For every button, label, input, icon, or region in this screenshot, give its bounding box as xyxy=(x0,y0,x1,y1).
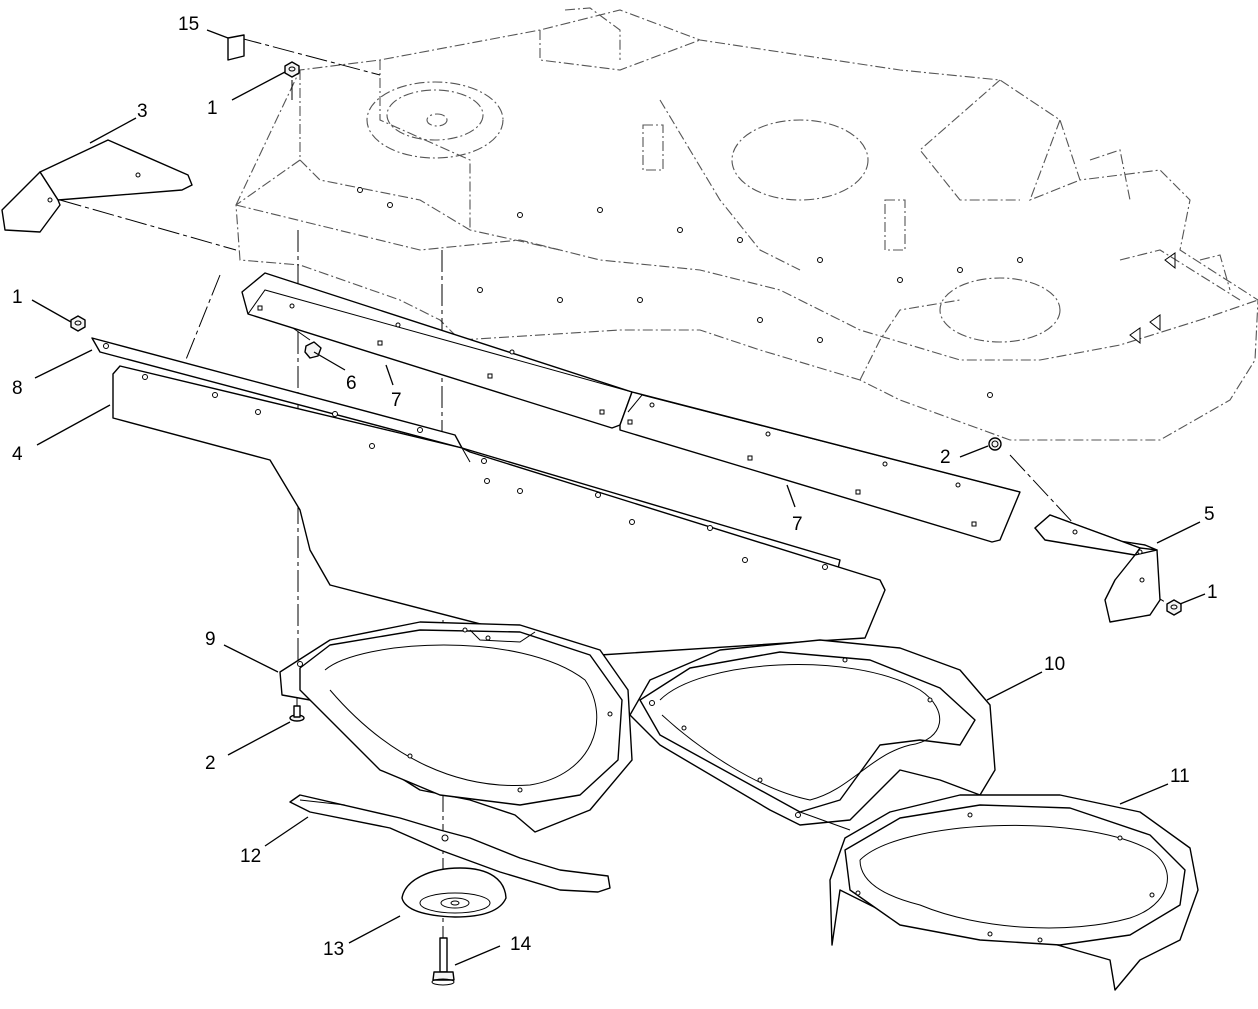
leader-lines xyxy=(31,29,1206,966)
mower-deck-outline xyxy=(235,7,1258,441)
blade-housing-part-11 xyxy=(829,794,1199,991)
callout-8: 8 xyxy=(12,378,23,399)
blade-housing-part-10 xyxy=(629,639,996,831)
callout-2: 2 xyxy=(205,753,216,774)
baffle-part-4 xyxy=(112,365,886,656)
callout-1: 1 xyxy=(1207,582,1218,603)
bracket-part-3 xyxy=(1,139,193,233)
callout-6: 6 xyxy=(346,373,357,394)
cup-part-13 xyxy=(401,867,507,918)
bracket-part-5 xyxy=(1034,514,1161,623)
blade-part-12 xyxy=(289,794,611,893)
nut-part-1-top xyxy=(284,61,300,78)
callout-9: 9 xyxy=(205,629,216,650)
callout-10: 10 xyxy=(1044,654,1065,675)
callout-2: 2 xyxy=(940,447,951,468)
nut-part-1-left xyxy=(70,315,86,332)
blade-housing-part-9 xyxy=(279,621,633,833)
decal-part-15 xyxy=(227,34,245,61)
bolt-part-2-right xyxy=(988,437,1002,451)
strip-part-7-lower xyxy=(619,391,1021,543)
callout-3: 3 xyxy=(137,101,148,122)
callout-1: 1 xyxy=(207,98,218,119)
callout-13: 13 xyxy=(323,939,344,960)
callout-1: 1 xyxy=(12,287,23,308)
callout-14: 14 xyxy=(510,934,532,955)
nut-part-1-right xyxy=(1166,599,1182,616)
callout-11: 11 xyxy=(1170,766,1190,787)
bolt-part-2-lower xyxy=(289,705,305,722)
callout-7: 7 xyxy=(391,390,402,411)
callout-5: 5 xyxy=(1204,504,1215,525)
callout-7: 7 xyxy=(792,514,803,535)
callout-4: 4 xyxy=(12,444,23,465)
callout-12: 12 xyxy=(240,846,261,867)
clip-nut-part-6 xyxy=(304,341,322,359)
callout-15: 15 xyxy=(178,14,199,35)
callout-labels: 15 1 3 1 8 6 7 4 2 7 5 1 9 10 2 11 12 13… xyxy=(12,14,1218,960)
bolt-part-14 xyxy=(431,937,455,986)
